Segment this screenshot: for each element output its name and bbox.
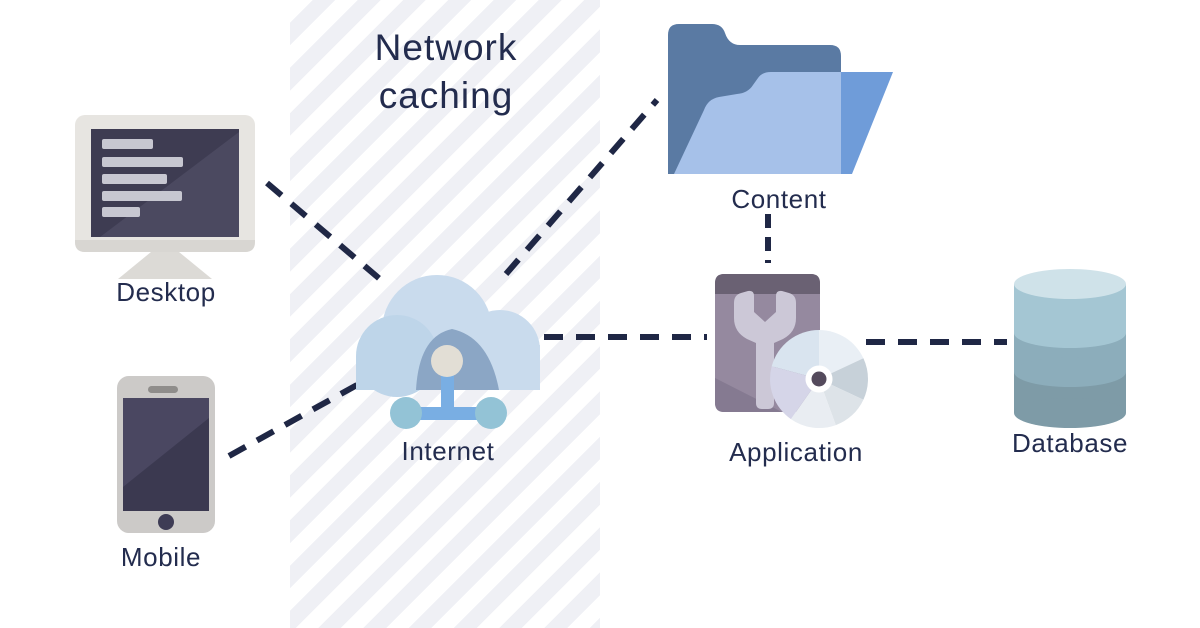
label-content: Content	[731, 184, 827, 214]
desktop-monitor-icon	[75, 115, 255, 279]
edge-mobile-internet	[227, 382, 359, 459]
label-database: Database	[1011, 428, 1129, 458]
label-internet: Internet	[401, 436, 495, 466]
database-cylinder-icon	[1014, 269, 1126, 428]
open-folder-icon	[668, 24, 893, 174]
label-mobile: Mobile	[120, 542, 202, 572]
label-application: Application	[729, 437, 863, 467]
edges	[227, 98, 1007, 459]
edge-desktop-internet	[265, 180, 383, 283]
smartphone-icon	[117, 376, 215, 533]
zone-title: Network caching	[374, 27, 518, 117]
label-desktop: Desktop	[116, 277, 216, 307]
disc-icon	[770, 330, 868, 429]
wrench-and-disc-icon	[715, 274, 868, 429]
cloud-network-icon	[356, 275, 540, 429]
edge-internet-content	[503, 98, 660, 276]
